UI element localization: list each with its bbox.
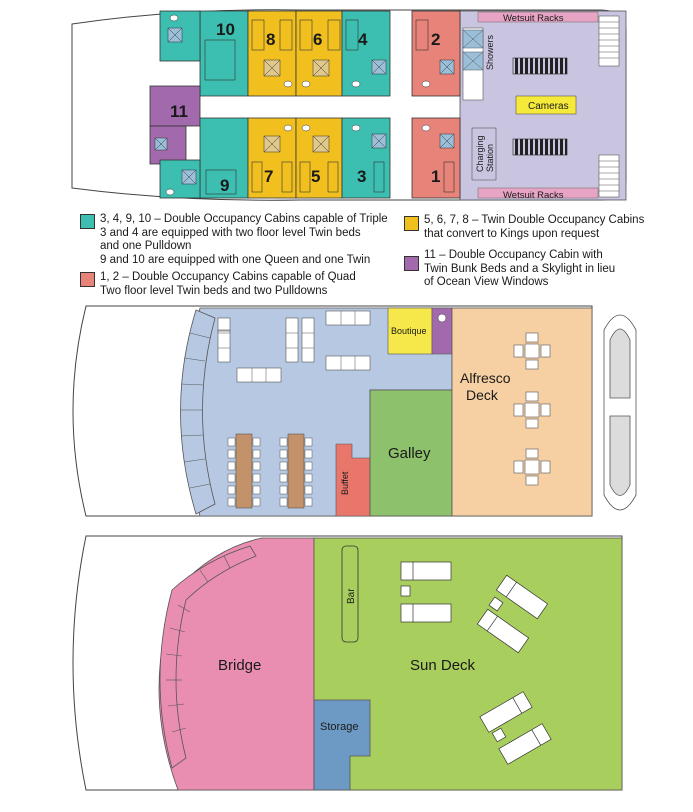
galley — [369, 389, 453, 517]
wetsuit-racks-top-label: Wetsuit Racks — [503, 13, 564, 24]
galley-label: Galley — [388, 445, 431, 462]
legend-purple-line3: of Ocean View Windows — [424, 276, 549, 288]
buffet-label: Buffet — [340, 471, 350, 495]
cabin-number-6: 6 — [313, 30, 322, 49]
main-deck: Buffet Galley Boutique Alfresco Deck — [72, 305, 637, 517]
stair-corridor — [390, 12, 412, 96]
cabin-2 — [411, 10, 461, 97]
cameras-label: Cameras — [528, 101, 569, 112]
alfresco-label-line2: Deck — [466, 387, 499, 403]
cabin-number-8: 8 — [266, 30, 275, 49]
bathroom-icon — [263, 59, 330, 88]
legend-purple: 11 – Double Occupancy Cabin with Twin Bu… — [424, 249, 615, 290]
wetsuit-racks-top — [477, 11, 599, 23]
charging-station-label-line1: Charging — [475, 135, 485, 172]
dining-table-left — [227, 433, 261, 509]
boutique-label: Boutique — [391, 326, 427, 336]
storage — [313, 699, 371, 791]
alfresco-tables — [513, 332, 551, 486]
cabin-11 — [149, 85, 201, 127]
storage-label: Storage — [320, 721, 359, 733]
rack-top — [512, 57, 568, 75]
cabin-number-3: 3 — [357, 167, 366, 186]
legend-teal-line1: 3, 4, 9, 10 – Double Occupancy Cabins ca… — [100, 213, 388, 225]
cabin-number-1: 1 — [431, 167, 440, 186]
stair-corridor-lower — [390, 118, 412, 198]
charging-station — [471, 127, 497, 181]
legend-swatch-yellow — [404, 216, 419, 231]
legend-coral-line1: 1, 2 – Double Occupancy Cabins capable o… — [100, 271, 356, 283]
legend-purple-line2: Twin Bunk Beds and a Skylight in lieu — [424, 262, 616, 275]
legend-purple-line1: 11 – Double Occupancy Cabin with — [424, 249, 603, 261]
legend-swatch-purple — [404, 256, 419, 271]
cabin-3 — [341, 117, 391, 199]
legend-swatch-teal — [80, 214, 95, 229]
bridge-label: Bridge — [218, 657, 261, 674]
sun-deck-label: Sun Deck — [410, 657, 476, 674]
legend-teal-line3: and one Pulldown — [100, 240, 192, 252]
cabin-number-5: 5 — [311, 167, 320, 186]
legend-swatch-coral — [80, 272, 95, 287]
legend-teal-line2: 3 and 4 are equipped with two floor leve… — [100, 226, 361, 239]
legend-yellow-line1: 5, 6, 7, 8 – Twin Double Occupancy Cabin… — [424, 214, 645, 226]
showers-label: Showers — [485, 34, 495, 70]
tender-boat — [603, 314, 637, 511]
dining-table-right — [279, 433, 313, 509]
wetsuit-racks-bottom — [477, 187, 599, 199]
cabin-9 — [199, 117, 249, 199]
cabin-10-bathroom — [159, 10, 201, 62]
cabin-number-9: 9 — [220, 176, 229, 195]
sun-loungers — [400, 561, 552, 765]
salon-seating — [217, 310, 371, 383]
bar-label: Bar — [346, 588, 357, 604]
rack-bottom — [512, 138, 568, 156]
alfresco-label-line1: Alfresco — [460, 370, 511, 386]
stairs-icon — [598, 15, 620, 198]
legend-teal: 3, 4, 9, 10 – Double Occupancy Cabins ca… — [100, 213, 388, 267]
cabin-number-7: 7 — [264, 167, 273, 186]
upper-deck: Bridge Sun Deck Storage Bar — [72, 535, 623, 791]
wetsuit-racks-bottom-label: Wetsuit Racks — [503, 190, 564, 201]
legend-yellow: 5, 6, 7, 8 – Twin Double Occupancy Cabin… — [424, 214, 644, 241]
charging-station-label-line2: Station — [485, 144, 495, 172]
cameras-table — [515, 95, 577, 115]
salon-windows — [180, 309, 216, 515]
lower-deck: Wetsuit Racks Wetsuit Racks Cameras Show… — [71, 9, 627, 201]
cabin-number-4: 4 — [358, 30, 368, 49]
cabin-number-2: 2 — [431, 30, 440, 49]
cabin-4 — [341, 10, 391, 97]
legend-coral-line2: Two floor level Twin beds and two Pulldo… — [100, 284, 328, 297]
bar-counter — [341, 545, 359, 643]
cabin-1 — [411, 117, 461, 199]
legend-teal-line4: 9 and 10 are equipped with one Queen and… — [100, 253, 371, 266]
legend-coral: 1, 2 – Double Occupancy Cabins capable o… — [100, 271, 356, 298]
cabin-number-11: 11 — [170, 102, 188, 121]
legend-yellow-line2: that convert to Kings upon request — [424, 227, 600, 240]
cabin-number-10: 10 — [216, 20, 235, 39]
